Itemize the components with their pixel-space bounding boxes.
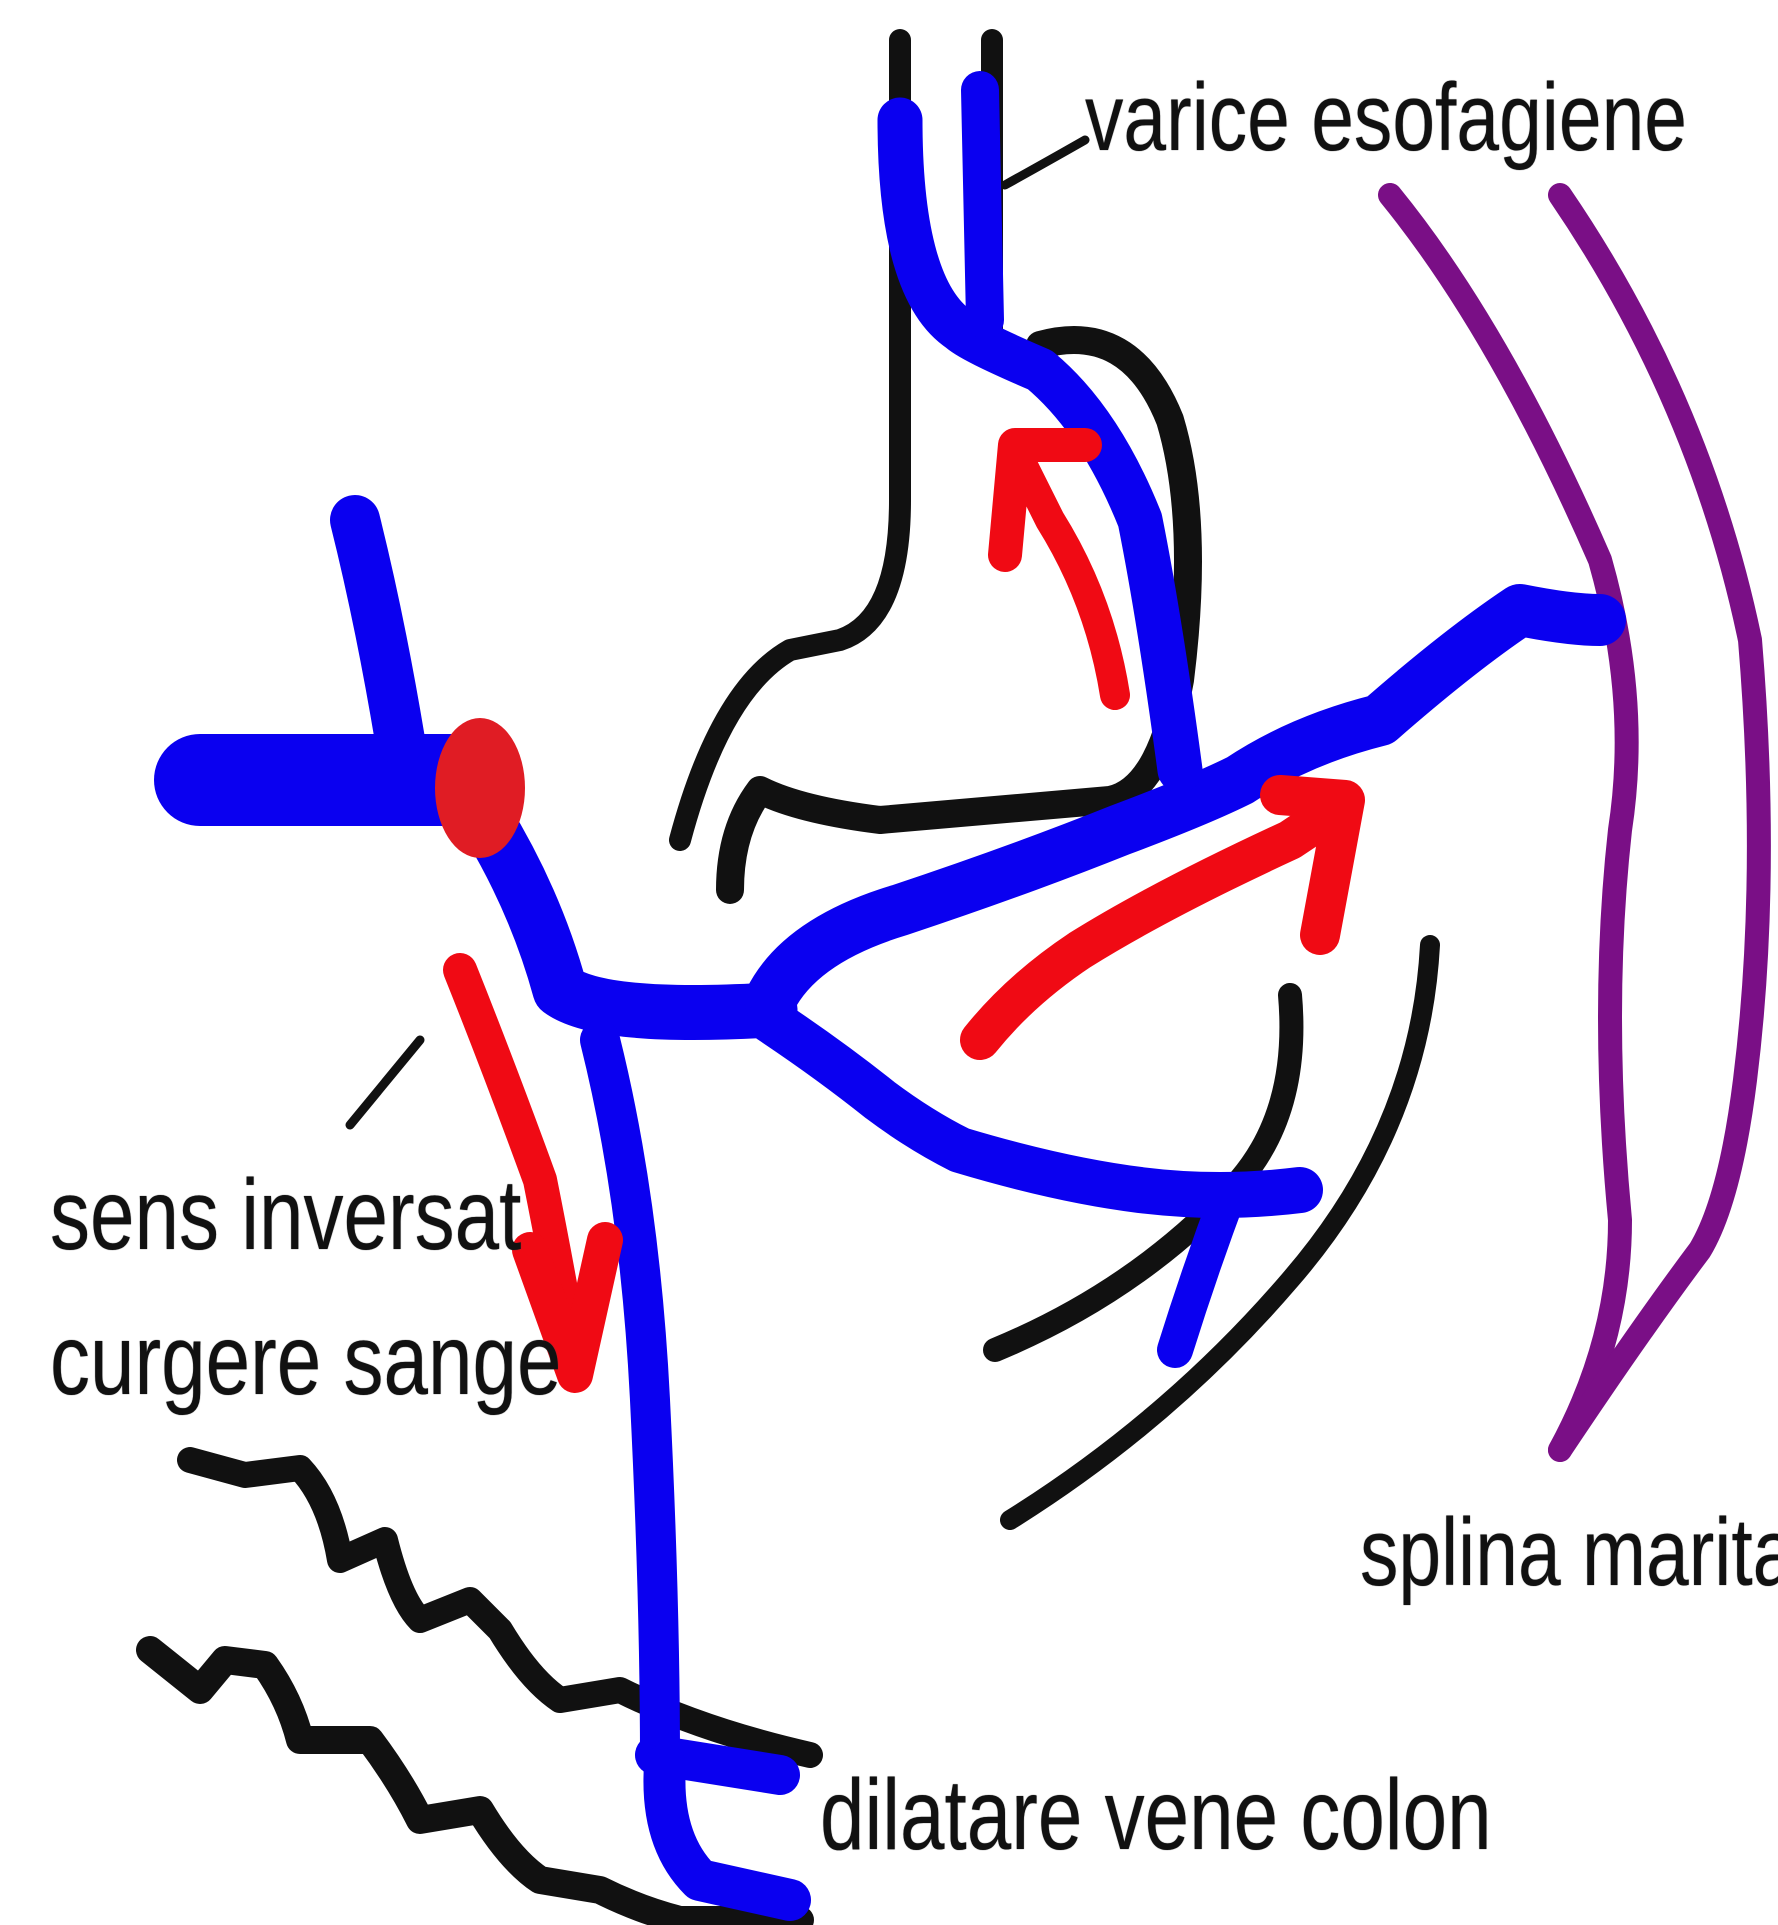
vein-inferior-mesenteric <box>770 1020 1300 1195</box>
esophagus-left-wall <box>680 40 900 840</box>
label-splina-marita: splina marita <box>1360 1505 1778 1601</box>
leader-line-varice <box>1005 140 1085 185</box>
label-dilatare-vene-colon: dilatare vene colon <box>820 1765 1492 1865</box>
label-curgere-sange: curgere sange <box>50 1310 561 1410</box>
arrow-to-spleen-head <box>1280 795 1345 935</box>
label-sens-inversat: sens inversat <box>50 1165 521 1265</box>
label-varice-esofagiene: varice esofagiene <box>1085 70 1687 166</box>
vein-upper-left-branch <box>355 520 400 740</box>
leader-line-sens <box>350 1040 420 1125</box>
portal-blockage-dot <box>435 718 525 858</box>
vein-esophageal-2 <box>980 90 985 320</box>
arrow-to-esophagus <box>1015 450 1115 695</box>
spleen-outline <box>1390 195 1759 1450</box>
vein-superior-mesenteric <box>600 1040 660 1760</box>
